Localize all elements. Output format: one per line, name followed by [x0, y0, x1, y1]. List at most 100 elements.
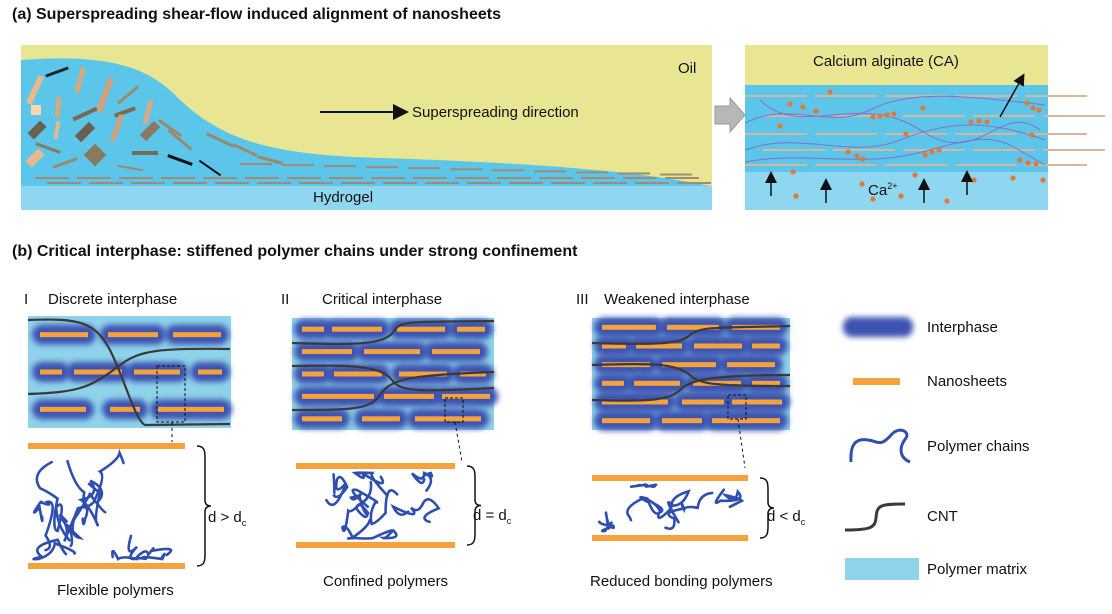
nanosheet-flake: [54, 96, 62, 118]
calcium-ion: [984, 119, 990, 125]
nanosheet-flake: [27, 120, 47, 140]
cnt: [591, 324, 791, 345]
nanosheet: [302, 393, 374, 399]
zoom-inset-box: [156, 365, 186, 423]
nanosheet-flake: [83, 143, 107, 167]
nanosheet: [602, 343, 626, 349]
aligned-sheet: [635, 182, 669, 184]
aligned-sheet: [660, 173, 692, 176]
aligned-sheet: [623, 177, 657, 179]
calcium-ion: [800, 104, 806, 110]
calcium-ion: [877, 113, 883, 119]
polymer-chain: [410, 471, 434, 492]
calcium-ion: [912, 172, 918, 178]
calcium-ion: [790, 169, 796, 175]
aligned-sheet: [618, 172, 650, 175]
nanosheet: [74, 369, 122, 375]
aligned-sheet: [161, 177, 195, 179]
interphase-swatch-icon: [843, 317, 913, 337]
nanosheet-flake: [96, 77, 114, 113]
relation-text: d < d: [767, 508, 801, 525]
nanosheet: [602, 324, 656, 330]
aligned-sheet: [509, 182, 543, 184]
calcium-ion: [1010, 175, 1016, 181]
calcium-ion: [854, 153, 860, 159]
ca-nanosheet: [1025, 133, 1087, 135]
nanosheet: [727, 362, 775, 368]
aligned-sheet: [341, 182, 375, 184]
legend-interphase-label: Interphase: [927, 319, 998, 336]
calcium-ion: [1030, 105, 1036, 111]
polymer-chain: [32, 500, 54, 552]
case-1-title: Discrete interphase: [48, 291, 178, 308]
aligned-sheet: [413, 177, 447, 179]
case-1-caption: Flexible polymers: [57, 582, 174, 599]
nanosheet: [40, 332, 88, 338]
case-2-numeral: II: [281, 291, 290, 308]
aligned-sheet: [455, 177, 489, 179]
aligned-sheet: [119, 177, 153, 179]
case-3-title: Weakened interphase: [604, 291, 750, 308]
case-2-caption: Confined polymers: [323, 573, 449, 590]
aligned-nanosheets: [35, 163, 711, 184]
calcium-ion: [845, 149, 851, 155]
polymer-chain: [629, 483, 658, 489]
nanosheet-flake: [53, 120, 61, 140]
zoom-inset-box: [727, 394, 747, 420]
nanosheet: [362, 416, 400, 422]
nanosheet: [602, 418, 650, 424]
cnt: [591, 373, 791, 402]
ca-nanosheet: [1043, 149, 1105, 151]
polymer-chain: [390, 498, 441, 524]
nanosheet: [302, 371, 324, 377]
nanosheet: [634, 380, 680, 386]
nanosheet-flake: [35, 142, 61, 154]
transition-arrow-icon: [714, 96, 746, 134]
relation-text: d = d: [473, 507, 507, 524]
cnt-curve-icon: [844, 502, 906, 532]
ca-ion-label: Ca2+: [868, 181, 897, 199]
nanosheet-flake: [117, 164, 143, 172]
nanosheet: [40, 369, 62, 375]
nanosheet: [158, 406, 224, 412]
direction-label: Superspreading direction: [412, 104, 579, 121]
nanosheet-flake: [74, 121, 96, 143]
polymer-chain: [77, 479, 104, 527]
aligned-sheet: [467, 182, 501, 184]
nanosheet: [110, 406, 140, 412]
case-3-numeral: III: [576, 291, 589, 308]
nanosheet-top: [296, 463, 455, 469]
nanosheet-flake: [232, 143, 258, 157]
aligned-sheet: [425, 182, 459, 184]
calcium-ion: [1033, 161, 1039, 167]
aligned-sheet: [329, 177, 363, 179]
relation-text: d > d: [208, 509, 242, 526]
calcium-ion: [920, 105, 926, 111]
panel-b-heading: (b) Critical interphase: stiffened polym…: [12, 243, 578, 260]
aligned-sheet: [677, 182, 711, 184]
hydrogel-label: Hydrogel: [313, 189, 374, 206]
case-3-relation: d < dc: [767, 508, 805, 527]
polymer-chain: [626, 495, 663, 522]
nanosheet: [108, 332, 158, 338]
ca-nanosheet: [815, 164, 877, 166]
calcium-ion: [884, 112, 890, 118]
aligned-sheet: [173, 182, 207, 184]
calcium-ion: [1040, 177, 1046, 183]
polymer-chain: [664, 491, 714, 531]
aligned-sheet: [551, 182, 585, 184]
nanosheet: [682, 399, 724, 405]
confinement-diagram: [592, 475, 775, 541]
ca-nanosheet: [1043, 115, 1105, 117]
calcium-ion: [1024, 100, 1030, 106]
aligned-sheet: [131, 182, 165, 184]
polymer-chain: [351, 471, 389, 497]
calcium-ion: [922, 152, 928, 158]
nanosheet: [173, 332, 221, 338]
ca-nanosheet: [973, 115, 1035, 117]
aligned-sheet: [215, 182, 249, 184]
ca-nanosheet: [903, 115, 965, 117]
nanosheet: [332, 326, 382, 332]
nanosheet-flake: [157, 118, 183, 138]
polymer-chain: [325, 473, 349, 506]
